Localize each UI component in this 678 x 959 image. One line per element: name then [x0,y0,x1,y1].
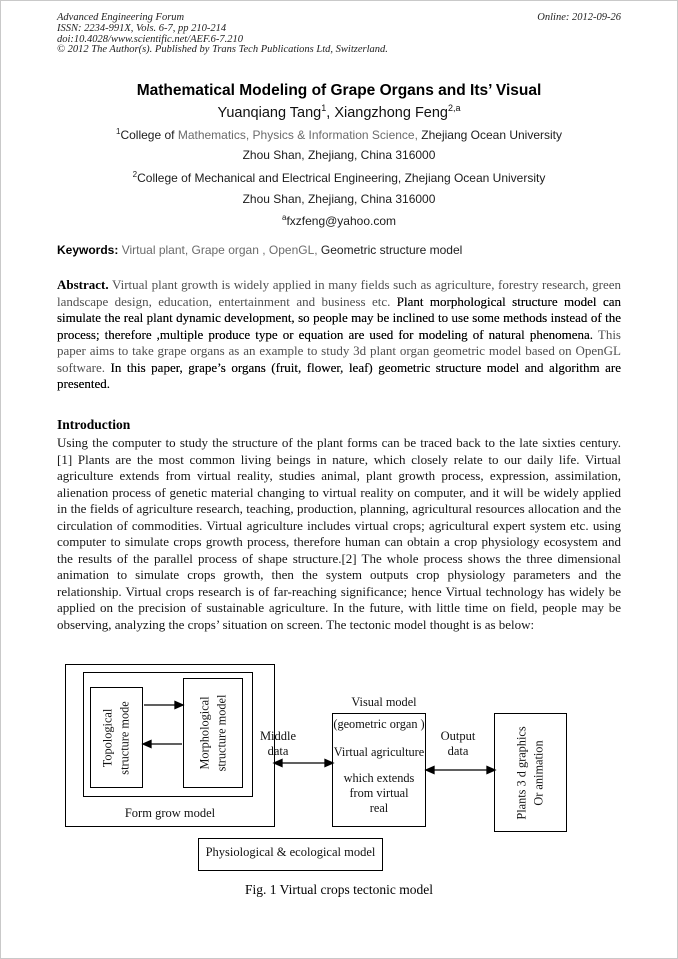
abstract-seg2: Plant morphological structure model can … [57,293,621,342]
abstract-paragraph: Abstract. Virtual plant growth is widely… [57,277,621,393]
introduction-paragraph: Using the computer to study the structur… [57,435,621,632]
output-data-line2: data [447,744,469,758]
email-text: fxzfeng@yahoo.com [286,214,397,228]
figure-caption: Fig. 1 Virtual crops tectonic model [245,882,433,897]
keywords-line: Keywords: Virtual plant, Grape organ , O… [57,243,621,257]
affiliation-1-seg1: College of [120,128,178,142]
affiliation-1: 1College of Mathematics, Physics & Infor… [57,127,621,142]
copyright-line: © 2012 The Author(s). Published by Trans… [57,44,388,56]
physiological-label: Physiological & ecological model [205,845,376,859]
morphological-box: Morphological structure model [183,678,243,788]
author-separator: , [326,104,335,121]
middle-data-label: Middle data [247,729,309,759]
visual-box-line2: Virtual agriculture [333,745,425,759]
online-date: Online: 2012-09-26 [537,12,621,23]
visual-box-line3: which extends [343,771,415,785]
affiliation-2: 2College of Mechanical and Electrical En… [57,170,621,185]
issn-line: ISSN: 2234-991X, Vols. 6-7, pp 210-214 [57,22,227,34]
affiliation-1-sup: 1 [116,127,121,136]
affiliation-2-text: College of Mechanical and Electrical Eng… [137,171,546,185]
physiological-box: Physiological & ecological model [198,838,383,871]
middle-data-line2: data [267,744,289,758]
authors-line: Yuanqiang Tang1, Xiangzhong Feng2,a [57,103,621,121]
plants-3d-box: Plants 3 d graphics Or animation [494,713,567,832]
abstract-seg1: Virtual plant growth is widely applied i… [57,277,621,309]
journal-header: Advanced Engineering Forum Online: 2012-… [57,12,621,56]
form-grow-model-label: Form grow model [124,806,216,820]
morphological-line1: Morphological [197,696,211,770]
arrow-double-left2-icon [424,765,435,775]
introduction-heading: Introduction [57,417,131,432]
keywords-label: Keywords: [57,243,122,257]
plants-line2: Or animation [531,739,546,806]
visual-model-title: Visual model [351,695,417,709]
abstract-seg3: This paper aims to take grape organs as … [57,326,621,375]
plants-line1: Plants 3 d graphics [514,725,529,820]
visual-box-line5: real [369,801,389,815]
output-data-label: Output data [427,729,489,759]
figure-1: Topological structure mode Morphological… [0,658,678,958]
abstract-label: Abstract. [57,277,109,292]
visual-model-box: (geometric organ ) Virtual agriculture w… [332,713,426,827]
topological-box: Topological structure mode [90,687,143,788]
topological-line2: structure mode [117,700,132,775]
email-sup: a [281,213,287,222]
keywords-dark: Geometric structure model [320,243,463,257]
morphological-line2: structure model [214,694,228,772]
affiliation-2-city: Zhou Shan, Zhejiang, China 316000 [242,192,436,206]
author-1-sup: 1 [321,103,327,113]
affiliation-2-sup: 2 [132,170,138,179]
affiliation-1-city: Zhou Shan, Zhejiang, China 316000 [242,148,436,162]
affiliation-1-seg2: Mathematics, Physics & Information Scien… [177,128,422,142]
author-email: afxzfeng@yahoo.com [57,213,621,228]
visual-box-line1: (geometric organ ) [333,717,425,731]
author-2: Xiangzhong Feng [334,104,448,121]
journal-name: Advanced Engineering Forum [57,12,185,23]
paper-title: Mathematical Modeling of Grape Organs an… [136,82,542,99]
abstract-seg4: In this paper, grape’s organs (fruit, fl… [57,359,621,392]
output-data-line1: Output [440,729,476,743]
visual-box-line4: from virtual [349,786,409,800]
affiliation-1-seg3: Zhejiang Ocean University [421,128,562,142]
arrow-double-left-icon [272,758,283,768]
middle-data-line1: Middle [259,729,297,743]
keywords-gray: Virtual plant, Grape organ , OpenGL, [121,243,321,257]
author-1: Yuanqiang Tang [217,104,322,121]
doi-line: doi:10.4028/www.scientific.net/AEF.6-7.2… [57,33,243,45]
author-2-sup: 2,a [448,103,461,113]
topological-line1: Topological [100,708,115,767]
